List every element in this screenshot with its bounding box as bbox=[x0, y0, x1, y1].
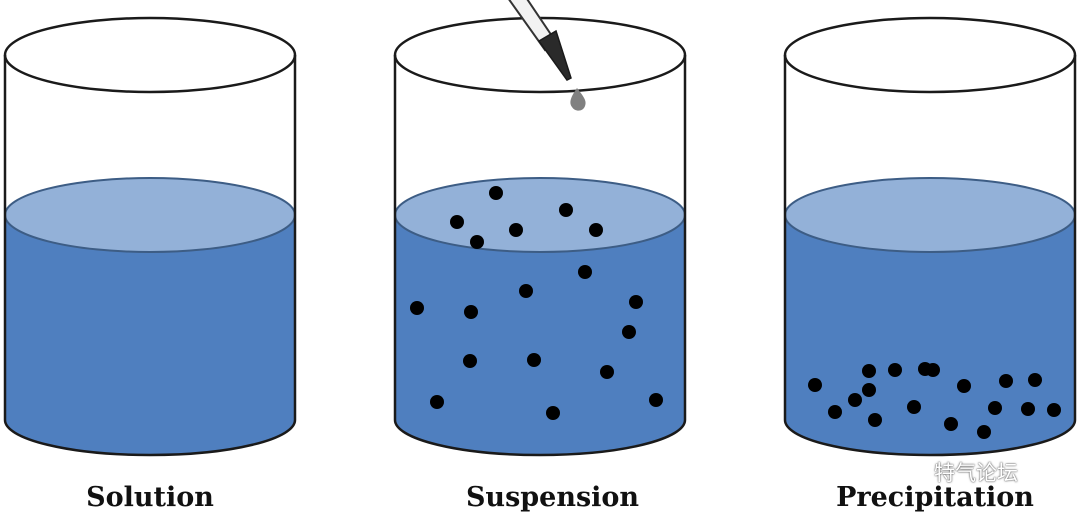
particle bbox=[450, 215, 464, 229]
particle bbox=[957, 379, 971, 393]
beaker-suspension bbox=[393, 16, 687, 457]
particle bbox=[546, 406, 560, 420]
dropper bbox=[508, 0, 586, 111]
particle bbox=[410, 301, 424, 315]
particle bbox=[489, 186, 503, 200]
liquid-body bbox=[395, 215, 685, 455]
particle bbox=[430, 395, 444, 409]
beaker-bottom bbox=[783, 419, 1077, 457]
particle bbox=[926, 363, 940, 377]
particle bbox=[808, 378, 822, 392]
particle bbox=[629, 295, 643, 309]
dropper-tip bbox=[537, 29, 572, 81]
beaker-rim bbox=[3, 16, 297, 94]
particle bbox=[509, 223, 523, 237]
beaker-rim bbox=[783, 16, 1077, 94]
particle bbox=[527, 353, 541, 367]
particle bbox=[862, 364, 876, 378]
beaker-label-solution: Solution bbox=[86, 482, 214, 513]
watermark: 特气论坛 bbox=[900, 458, 1018, 486]
particle bbox=[1047, 403, 1061, 417]
beaker-label-suspension: Suspension bbox=[465, 482, 640, 513]
particle bbox=[888, 363, 902, 377]
particles-precipitation bbox=[808, 362, 1061, 439]
liquid-surface bbox=[4, 177, 296, 253]
beaker-solution bbox=[3, 16, 297, 457]
particle bbox=[470, 235, 484, 249]
particle bbox=[1028, 373, 1042, 387]
particle bbox=[848, 393, 862, 407]
particle bbox=[862, 383, 876, 397]
beaker-precipitation bbox=[783, 16, 1077, 457]
beaker-bottom bbox=[393, 419, 687, 457]
particle bbox=[977, 425, 991, 439]
particle bbox=[622, 325, 636, 339]
particle bbox=[828, 405, 842, 419]
particle bbox=[1021, 402, 1035, 416]
particle bbox=[988, 401, 1002, 415]
beaker-label-precipitation: Precipitation bbox=[836, 482, 1034, 513]
particle bbox=[907, 400, 921, 414]
particle bbox=[589, 223, 603, 237]
beaker-bottom bbox=[3, 419, 297, 457]
liquid-body bbox=[5, 215, 295, 455]
droplet bbox=[570, 88, 586, 111]
particle bbox=[519, 284, 533, 298]
particle bbox=[464, 305, 478, 319]
watermark-text: 特气论坛 bbox=[934, 461, 1018, 485]
particle bbox=[999, 374, 1013, 388]
liquid-surface bbox=[784, 177, 1076, 253]
particle bbox=[649, 393, 663, 407]
particle bbox=[578, 265, 592, 279]
particle bbox=[944, 417, 958, 431]
particle bbox=[463, 354, 477, 368]
wechat-icon bbox=[900, 461, 928, 483]
liquid-surface bbox=[394, 177, 686, 253]
particle bbox=[868, 413, 882, 427]
particle bbox=[600, 365, 614, 379]
particle bbox=[559, 203, 573, 217]
particles-suspension bbox=[410, 186, 663, 420]
